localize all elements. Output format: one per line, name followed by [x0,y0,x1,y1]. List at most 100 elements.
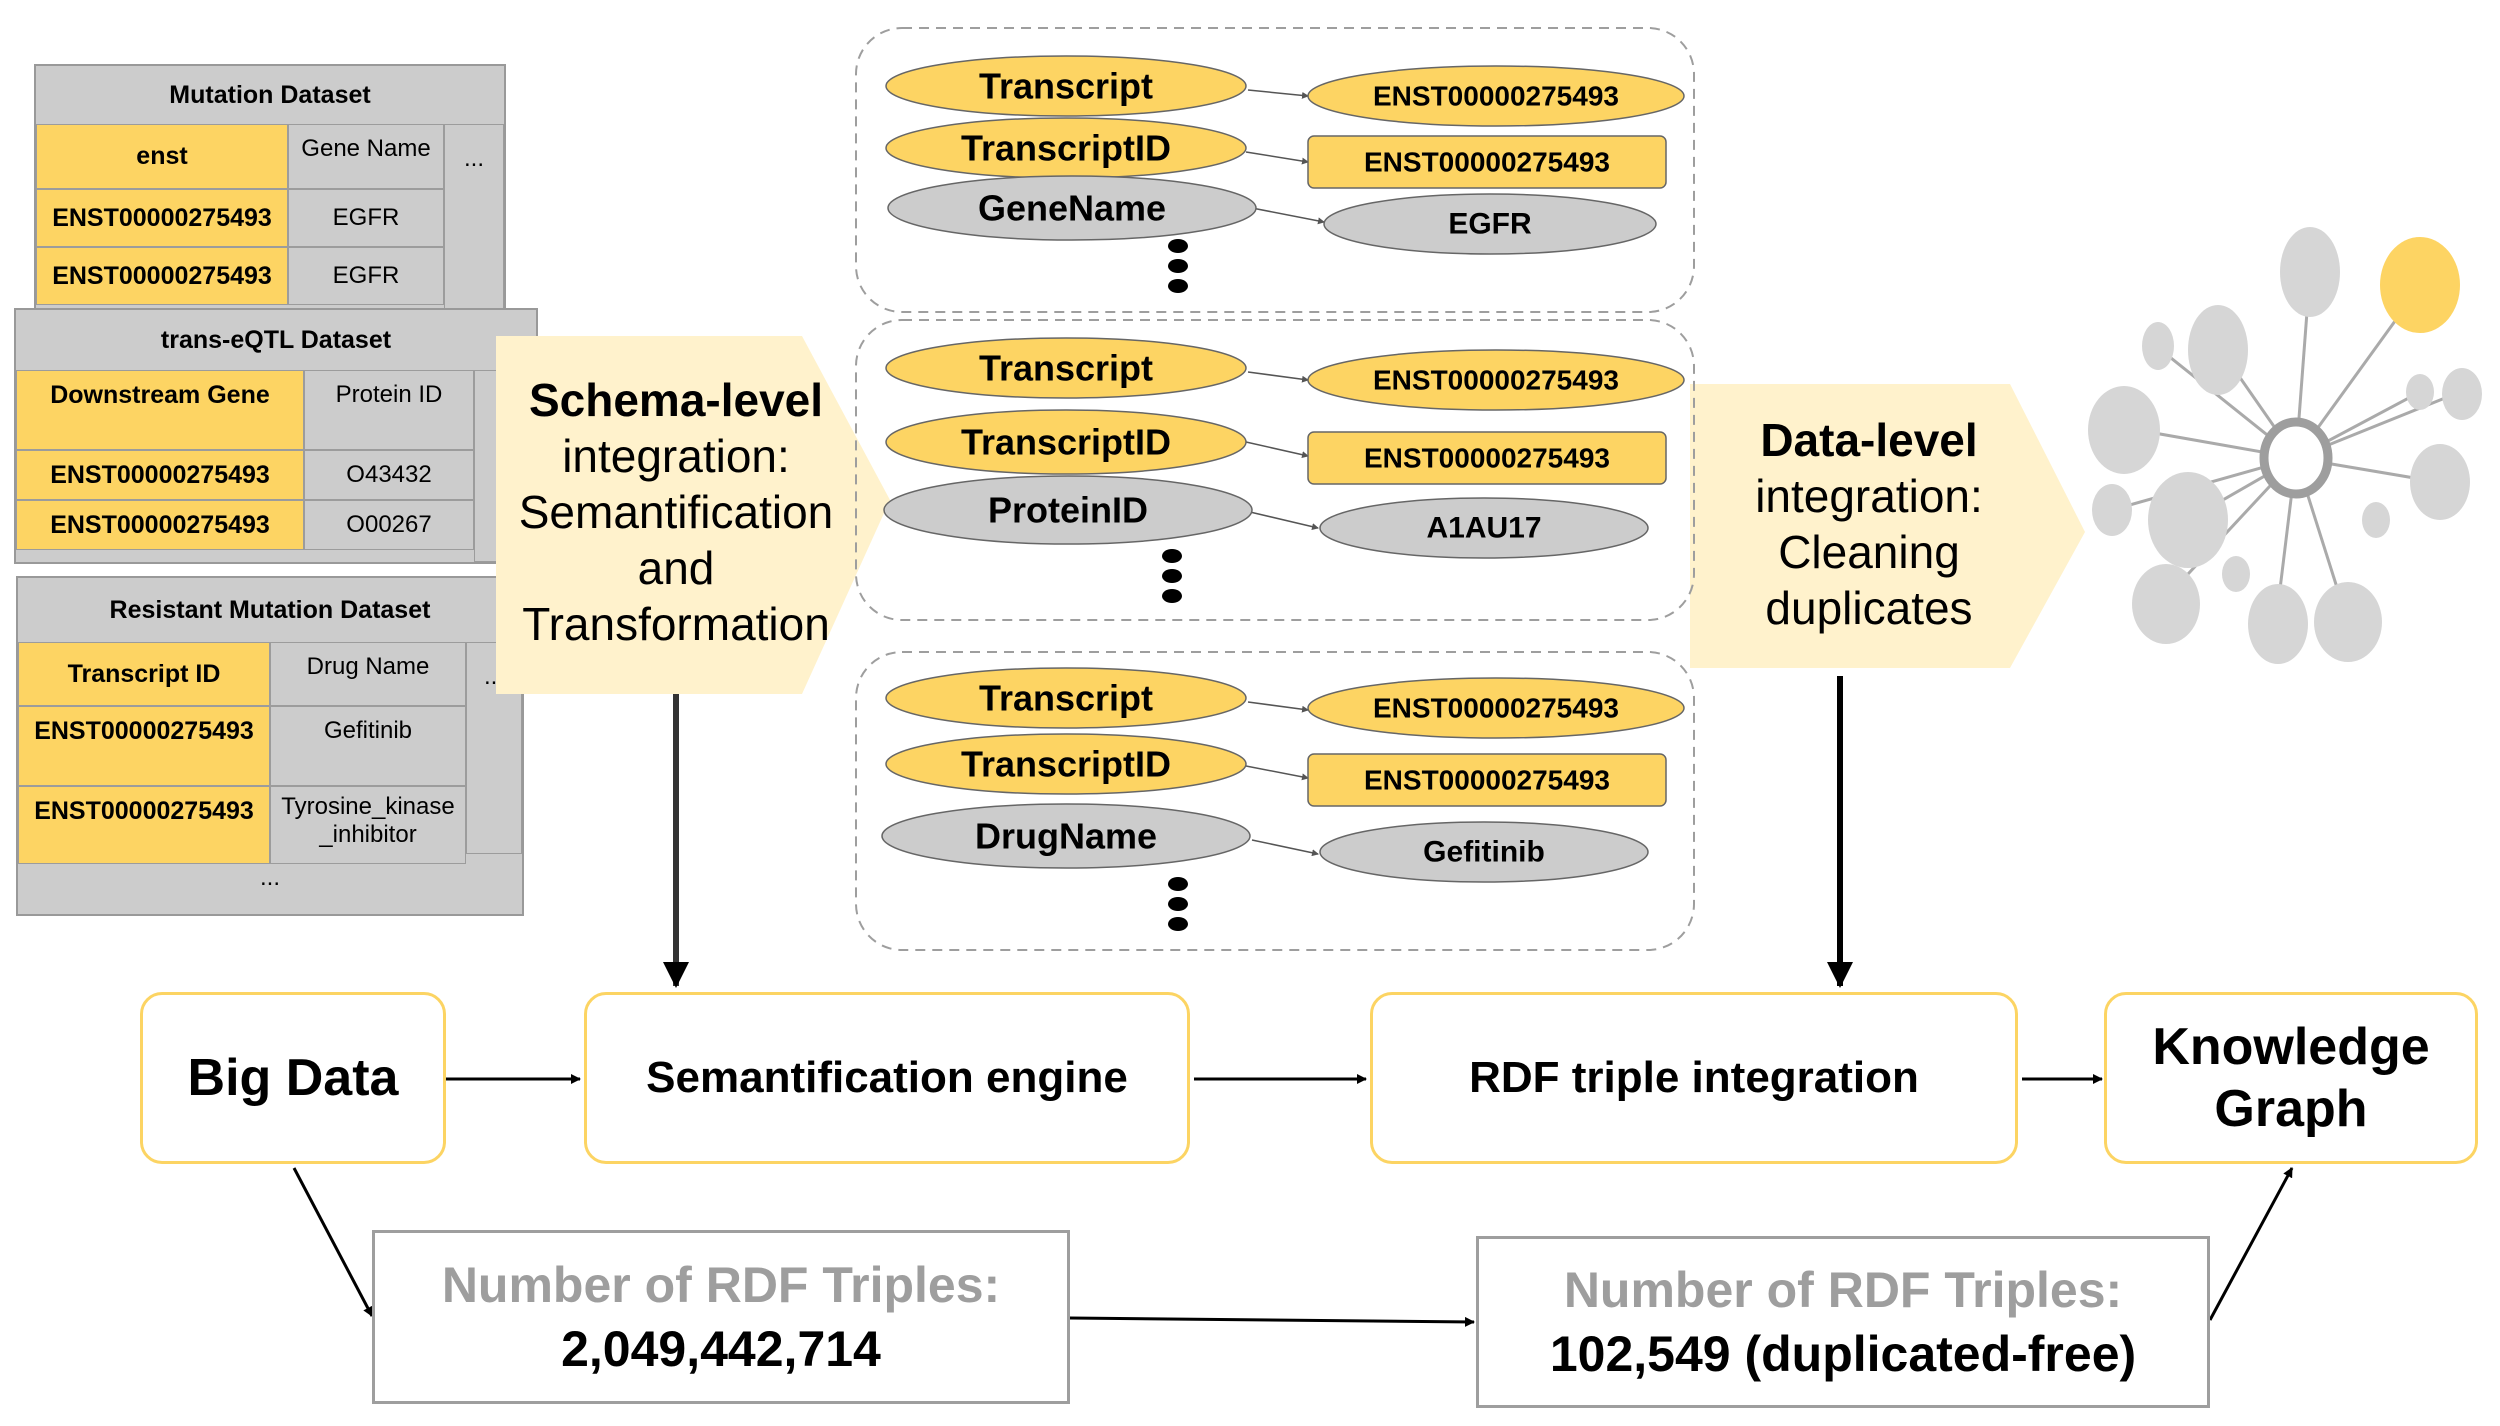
group-1-more-dots [1168,239,1188,293]
clean-triple-count-value: 102,549 (duplicated-free) [1549,1326,2137,1382]
group-3-prop-drugname-shape [881,803,1251,869]
group-2-prop-transcript: Transcript [979,348,1153,389]
arrow-bigdata-to-count [292,1167,374,1317]
schema-level-arrow-shape [496,336,890,694]
group-2-value-2-shape [1307,431,1667,485]
mutation-row-2-gene: EGFR [288,247,444,305]
rdf-group-3 [881,667,1685,883]
semantification-engine-label: Semantification engine [646,1053,1128,1102]
resistant-row-2-transcript: ENST00000275493 [18,786,270,864]
resistant-dataset-title: Resistant Mutation Dataset [109,595,431,624]
group-1-value-1-shape [1307,65,1685,127]
eqtl-row-1-gene: ENST00000275493 [16,450,304,500]
mutation-row-2-enst: ENST00000275493 [36,247,288,305]
data-level-label: Data-level integration: Cleaning duplica… [1690,412,2048,636]
mutation-more-columns: ... [444,124,504,324]
clean-triple-count-box: Number of RDF Triples: 102,549 (duplicat… [1476,1236,2210,1408]
resistant-row-1-drug: Gefitinib [270,706,466,786]
group-1-value-1: ENST00000275493 [1373,81,1619,112]
big-data-box: Big Data [140,992,446,1164]
arrow-count-to-count [1069,1316,1475,1327]
group-2-more-dots [1162,549,1182,603]
group-3-value-2: ENST00000275493 [1364,765,1610,796]
resistant-row-1-transcript: ENST00000275493 [18,706,270,786]
knowledge-graph-highlight-node [2380,237,2460,333]
data-level-line-1: integration: [1755,470,1983,523]
knowledge-graph-label-line-1: Knowledge [2152,1017,2430,1076]
mutation-header-gene-name: Gene Name [288,124,444,189]
knowledge-graph-label-line-2: Graph [2214,1080,2368,1138]
group-2-prop-transcript-shape [885,337,1247,399]
group-3-value-2-shape [1307,753,1667,807]
schema-level-line-4: Transformation [522,598,830,651]
group-3-value-1-shape [1307,677,1685,739]
mutation-header-enst: enst [36,124,288,189]
group-3-prop-drugname: DrugName [975,816,1157,857]
resistant-dataset-table: Resistant Mutation Dataset Transcript ID… [16,576,524,916]
rdf-triple-integration-label: RDF triple integration [1469,1053,1919,1102]
data-level-title: Data-level [1760,414,1978,466]
schema-level-line-2: Semantification [518,486,834,539]
rdf-group-1-container [855,27,1695,313]
arrow-count-to-kg [2208,1167,2294,1321]
schema-level-line-1: integration: [562,430,790,483]
resistant-row-2-drug: Tyrosine_kinase _inhibitor [270,786,466,864]
eqtl-header-downstream-gene: Downstream Gene [16,370,304,450]
group-2-value-1: ENST00000275493 [1373,365,1619,396]
raw-triple-count-value: 2,049,442,714 [561,1321,881,1377]
group-1-prop-transcript-shape [885,55,1247,117]
knowledge-graph-box: Knowledge Graph [2104,992,2478,1164]
group-1-prop-transcriptid: TranscriptID [961,128,1171,169]
mutation-dataset-table: Mutation Dataset enst Gene Name ... ENST… [34,64,506,326]
mutation-dataset-title: Mutation Dataset [169,80,371,109]
raw-triple-count-label: Number of RDF Triples: [441,1257,1001,1313]
mutation-row-1-gene: EGFR [288,189,444,247]
resistant-more-rows: ... [18,864,522,914]
rdf-group-3-container [855,651,1695,951]
big-data-label: Big Data [187,1049,399,1107]
group-2-value-3-shape [1319,497,1649,559]
rdf-group-2-container [855,319,1695,621]
resistant-header-transcript-id: Transcript ID [18,642,270,706]
group-1-value-3-shape [1323,193,1657,255]
schema-level-title: Schema-level [528,374,824,426]
group-2-value-2: ENST00000275493 [1364,443,1610,474]
schema-level-line-3: and [637,542,715,595]
data-level-arrow-shape [1690,384,2085,668]
group-3-value-1: ENST00000275493 [1373,693,1619,724]
group-3-prop-transcriptid: TranscriptID [961,744,1171,785]
rdf-triple-integration-box: RDF triple integration [1370,992,2018,1164]
group-1-value-3: EGFR [1448,208,1532,241]
group-1-value-2-shape [1307,135,1667,189]
eqtl-dataset-title: trans-eQTL Dataset [160,325,392,354]
raw-triple-count-box: Number of RDF Triples: 2,049,442,714 [372,1230,1070,1404]
eqtl-row-2-protein: O00267 [304,500,474,550]
group-1-value-2: ENST00000275493 [1364,147,1610,178]
eqtl-row-2-gene: ENST00000275493 [16,500,304,550]
group-3-value-3: Gefitinib [1423,836,1545,869]
group-1-prop-transcript: Transcript [979,66,1153,107]
eqtl-dataset-table: trans-eQTL Dataset Downstream Gene Prote… [14,308,538,564]
group-2-prop-transcriptid-shape [885,409,1247,475]
knowledge-graph-nodes [2088,227,2482,664]
group-3-prop-transcript-shape [885,667,1247,729]
resistant-header-drug-name: Drug Name [270,642,466,706]
rdf-group-1 [885,55,1685,255]
knowledge-graph-hub [2259,417,2333,499]
data-level-line-2: Cleaning [1778,526,1960,579]
group-3-prop-transcript: Transcript [979,678,1153,719]
data-level-line-3: duplicates [1765,582,1973,635]
group-2-prop-proteinid-shape [883,475,1253,545]
group-3-value-3-shape [1319,821,1649,883]
group-1-prop-genename: GeneName [978,188,1166,229]
eqtl-header-protein-id: Protein ID [304,370,474,450]
group-2-value-1-shape [1307,349,1685,411]
group-3-prop-transcriptid-shape [885,733,1247,795]
semantification-engine-box: Semantification engine [584,992,1190,1164]
group-1-prop-genename-shape [887,175,1257,241]
schema-level-label: Schema-level integration: Semantificatio… [496,372,856,653]
group-2-prop-transcriptid: TranscriptID [961,422,1171,463]
clean-triple-count-label: Number of RDF Triples: [1563,1262,2123,1318]
